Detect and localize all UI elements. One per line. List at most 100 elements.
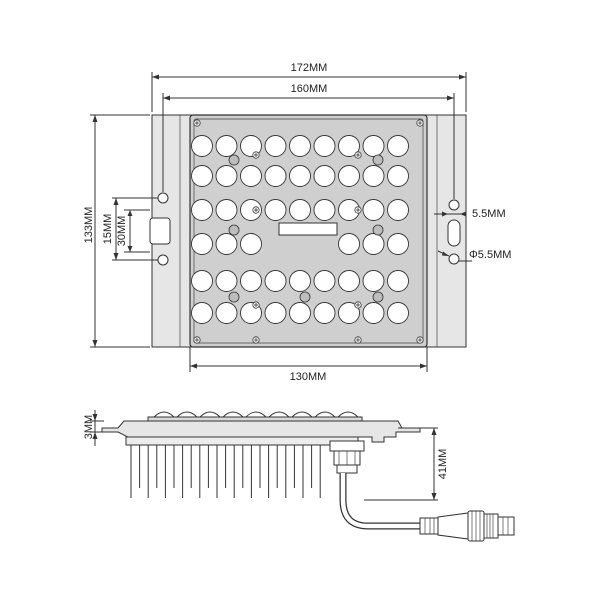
led-lens bbox=[289, 302, 311, 324]
hole-spacing-label: 160MM bbox=[291, 83, 328, 95]
dimension-plate-thickness: 3MM bbox=[83, 410, 104, 446]
screw bbox=[354, 206, 362, 214]
dimension-height: 133MM bbox=[83, 114, 150, 348]
dimension-hole-diameter: Φ5.5MM bbox=[437, 249, 511, 262]
screw bbox=[354, 336, 362, 344]
dimension-pcb-width: 130MM bbox=[189, 347, 428, 383]
led-lens bbox=[289, 270, 311, 292]
led-lens bbox=[264, 302, 287, 324]
led-lens bbox=[338, 135, 360, 157]
dimension-slot-length: 30MM bbox=[116, 209, 150, 253]
led-lens bbox=[362, 165, 385, 187]
lens-marker bbox=[228, 154, 240, 166]
screw bbox=[252, 206, 260, 214]
lens-array bbox=[191, 135, 409, 324]
led-lens bbox=[387, 233, 409, 255]
lens-marker bbox=[228, 291, 240, 303]
led-lens bbox=[264, 135, 287, 157]
led-lens bbox=[387, 302, 409, 324]
led-lens bbox=[362, 199, 385, 221]
screw bbox=[354, 151, 362, 159]
led-lens bbox=[362, 135, 385, 157]
dimension-hole-spacing: 160MM bbox=[162, 83, 455, 199]
cable-gland bbox=[329, 440, 365, 474]
mounting-hole-left-bottom bbox=[157, 254, 169, 266]
led-lens bbox=[191, 165, 213, 187]
mounting-hole-left-top bbox=[157, 192, 169, 204]
lens-marker bbox=[372, 291, 384, 303]
lens-marker bbox=[299, 291, 311, 303]
side-lens-bump bbox=[313, 411, 337, 418]
profile-height-label: 41MM bbox=[437, 449, 449, 480]
led-lens bbox=[240, 165, 262, 187]
led-lens bbox=[338, 165, 360, 187]
screw bbox=[252, 301, 260, 309]
led-lens bbox=[240, 199, 262, 221]
hole-diameter-label: Φ5.5MM bbox=[469, 249, 511, 261]
led-lens bbox=[191, 270, 213, 292]
top-view bbox=[149, 114, 467, 348]
led-lens bbox=[313, 302, 336, 324]
dimension-slot-width: 5.5MM bbox=[434, 208, 506, 220]
side-lens-bump bbox=[175, 411, 199, 418]
dimension-overall-width: 172MM bbox=[151, 62, 467, 112]
dimension-slot-spacing: 15MM bbox=[102, 197, 158, 261]
led-lens bbox=[289, 199, 311, 221]
label-strip bbox=[278, 222, 338, 236]
led-lens bbox=[313, 199, 336, 221]
led-lens bbox=[313, 135, 336, 157]
side-lens-bumps bbox=[152, 411, 360, 418]
led-lens bbox=[215, 270, 238, 292]
screw bbox=[193, 336, 201, 344]
side-lens-bump bbox=[336, 411, 360, 418]
screw bbox=[416, 119, 424, 127]
screw-group bbox=[193, 119, 424, 344]
led-lens bbox=[215, 135, 238, 157]
side-view bbox=[101, 411, 515, 542]
led-lens bbox=[215, 165, 238, 187]
led-lens bbox=[264, 270, 287, 292]
led-lens bbox=[264, 199, 287, 221]
led-lens bbox=[362, 233, 385, 255]
heatsink-fins bbox=[130, 445, 321, 498]
side-lens-bump bbox=[152, 411, 176, 418]
lens-marker bbox=[372, 224, 384, 236]
side-lens-bump bbox=[221, 411, 245, 418]
led-lens bbox=[362, 270, 385, 292]
mounting-hole-right-top bbox=[448, 199, 460, 211]
side-lens-bump bbox=[267, 411, 291, 418]
led-lens bbox=[387, 165, 409, 187]
led-lens bbox=[215, 302, 238, 324]
led-lens bbox=[387, 199, 409, 221]
screw bbox=[193, 119, 201, 127]
lens-marker bbox=[372, 154, 384, 166]
led-lens bbox=[264, 165, 287, 187]
side-lens-bump bbox=[244, 411, 268, 418]
led-lens bbox=[240, 135, 262, 157]
pcb-width-label: 130MM bbox=[290, 371, 327, 383]
overall-width-label: 172MM bbox=[291, 62, 328, 74]
led-lens bbox=[240, 270, 262, 292]
led-lens bbox=[338, 233, 360, 255]
led-lens bbox=[215, 199, 238, 221]
dimension-profile-height: 41MM bbox=[364, 427, 449, 501]
mounting-slot-left bbox=[149, 217, 171, 245]
heatsink-base bbox=[125, 436, 359, 446]
led-lens bbox=[387, 135, 409, 157]
screw bbox=[252, 151, 260, 159]
led-lens bbox=[191, 233, 213, 255]
slot-width-label: 5.5MM bbox=[472, 208, 506, 220]
pcb-inner-edge bbox=[193, 118, 424, 344]
slot-length-label: 30MM bbox=[116, 216, 128, 247]
screw bbox=[252, 336, 260, 344]
led-lens bbox=[338, 270, 360, 292]
led-lens bbox=[215, 233, 238, 255]
mounting-slot-right bbox=[447, 219, 461, 247]
side-lens-bump bbox=[198, 411, 222, 418]
led-lens bbox=[313, 270, 336, 292]
mounting-hole-right-bottom bbox=[448, 253, 460, 265]
height-label: 133MM bbox=[83, 207, 95, 244]
led-lens bbox=[289, 165, 311, 187]
led-lens bbox=[191, 135, 213, 157]
led-lens bbox=[362, 302, 385, 324]
